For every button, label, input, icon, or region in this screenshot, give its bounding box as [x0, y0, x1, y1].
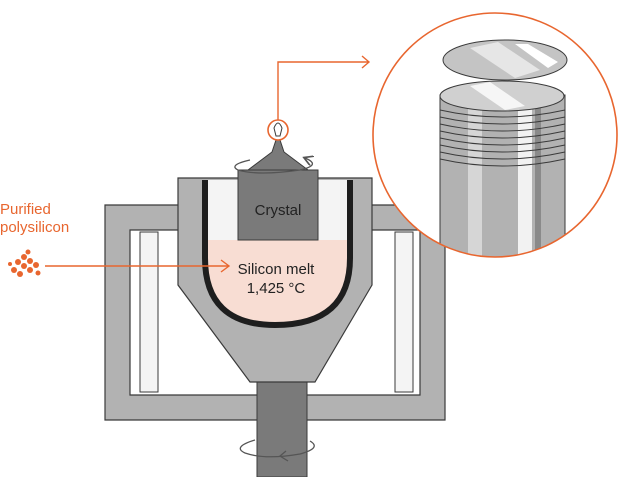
watermark: 头条 @松庐衍	[524, 452, 613, 468]
furnace-frame	[104, 204, 446, 421]
left-heater	[139, 231, 159, 393]
crystal-neck	[246, 139, 310, 171]
melt-label-line2: 1,425 °C	[246, 280, 306, 297]
right-heater	[394, 231, 414, 393]
crystal-label: Crystal	[254, 202, 302, 219]
rotation-arrow-icon	[234, 158, 313, 174]
polysilicon-label-line2: polysilicon	[0, 219, 70, 236]
magnified-view	[372, 12, 618, 258]
polysilicon-granules-icon	[8, 249, 41, 277]
seed-crystal	[273, 122, 283, 137]
crucible-wall	[202, 180, 353, 329]
silicon-melt	[205, 240, 350, 325]
magnify-leader-line	[277, 55, 371, 120]
bottom-shaft	[256, 371, 308, 477]
feed-arrow	[45, 259, 231, 273]
rotation-arrow-icon	[239, 439, 315, 462]
melt-label-line1: Silicon melt	[237, 261, 315, 278]
polysilicon-label-line1: Purified	[0, 201, 51, 218]
